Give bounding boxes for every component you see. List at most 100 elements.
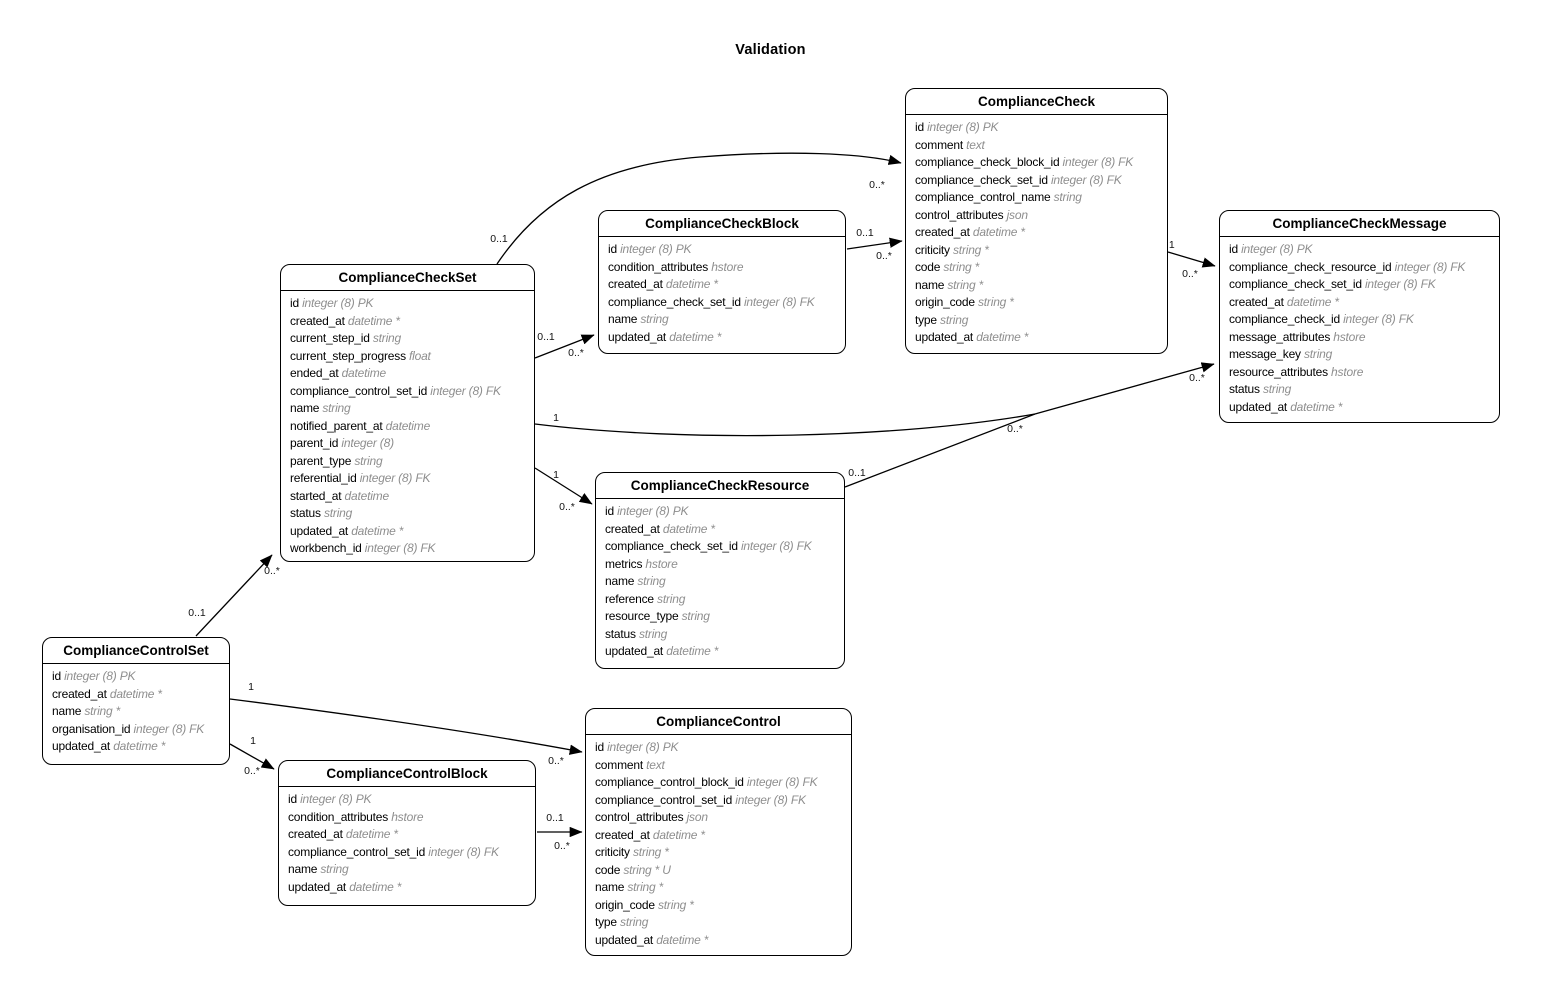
field-name: id [608, 242, 617, 256]
field-row: id integer (8) PK [595, 739, 843, 757]
field-name: compliance_check_resource_id [1229, 259, 1392, 274]
field-name: parent_id [290, 436, 339, 450]
relationship-checkblock-check [846, 237, 903, 250]
field-type: hstore [642, 556, 678, 571]
field-row: parent_type string [290, 453, 526, 471]
field-row: name string [605, 573, 836, 591]
cardinality-label: 0..* [568, 347, 584, 359]
field-type: datetime * [973, 330, 1029, 344]
field-row: condition_attributes hstore [608, 259, 837, 277]
field-name: condition_attributes [608, 259, 709, 274]
field-type: string [369, 331, 401, 345]
field-name: updated_at [915, 330, 974, 344]
cardinality-label: 1 [553, 469, 559, 481]
cardinality-label: 0..* [548, 755, 564, 767]
field-name: ended_at [290, 366, 339, 380]
field-row: updated_at datetime * [608, 329, 837, 347]
entity-compliance-check-resource: ComplianceCheckResource id integer (8) P… [595, 472, 845, 669]
field-row: id integer (8) PK [1229, 241, 1491, 259]
field-name: compliance_control_name [915, 190, 1051, 204]
field-name: criticity [915, 242, 950, 257]
field-type: datetime * [659, 521, 715, 536]
field-row: name string * [52, 703, 221, 721]
field-row: parent_id integer (8) [290, 435, 526, 453]
field-type: string [317, 862, 349, 876]
field-name: status [290, 506, 321, 520]
field-name: started_at [290, 488, 342, 503]
field-row: created_at datetime * [290, 313, 526, 331]
relationship-checkset-checkblock [534, 334, 595, 359]
field-row: criticity string * [595, 844, 843, 862]
cardinality-label: 0..* [559, 501, 575, 513]
field-row: name string [608, 311, 837, 329]
field-name: control_attributes [595, 810, 684, 824]
entity-title: ComplianceControl [586, 709, 851, 735]
field-type: integer (8) FK [361, 541, 436, 555]
field-name: compliance_control_set_id [290, 383, 428, 398]
field-name: updated_at [288, 879, 347, 894]
field-row: status string [1229, 381, 1491, 399]
field-name: created_at [1229, 294, 1284, 309]
relationship-check-checkmessage [1167, 251, 1216, 268]
field-name: id [595, 740, 604, 754]
field-row: updated_at datetime * [1229, 399, 1491, 417]
field-row: code string * [915, 259, 1159, 277]
cardinality-label: 0..* [1007, 423, 1023, 435]
field-type: string * [654, 897, 694, 912]
field-type: string [634, 574, 666, 588]
field-row: compliance_control_set_id integer (8) FK [288, 844, 527, 862]
field-name: id [915, 120, 924, 134]
field-name: id [288, 792, 297, 806]
field-row: created_at datetime * [1229, 294, 1491, 312]
field-row: created_at datetime * [52, 686, 221, 704]
field-name: compliance_check_set_id [915, 172, 1048, 187]
field-type: integer (8) PK [613, 504, 689, 518]
field-type: integer (8) FK [1059, 155, 1134, 169]
field-name: created_at [52, 686, 107, 701]
field-type: integer (8) FK [130, 721, 205, 736]
cardinality-label: 0..* [554, 840, 570, 852]
cardinality-label: 0..* [1189, 372, 1205, 384]
field-row: type string [595, 914, 843, 932]
field-name: metrics [605, 556, 643, 571]
field-row: compliance_check_resource_id integer (8)… [1229, 259, 1491, 277]
field-row: compliance_control_set_id integer (8) FK [595, 792, 843, 810]
field-type: integer (8) PK [296, 792, 372, 806]
field-name: name [595, 880, 625, 894]
field-name: organisation_id [52, 721, 131, 736]
entity-title: ComplianceControlBlock [279, 761, 535, 787]
field-type: datetime * [666, 329, 722, 344]
field-type: datetime * [342, 827, 398, 841]
field-row: created_at datetime * [608, 276, 837, 294]
field-row: compliance_control_set_id integer (8) FK [290, 383, 526, 401]
field-row: referential_id integer (8) FK [290, 470, 526, 488]
relationship-controlset-controlblock [229, 743, 275, 770]
field-name: created_at [290, 313, 345, 328]
field-type: datetime * [649, 827, 705, 842]
field-name: created_at [595, 827, 650, 842]
entity-title: ComplianceCheckResource [596, 473, 844, 499]
field-row: ended_at datetime [290, 365, 526, 383]
diagram-title: Validation [735, 42, 806, 58]
field-type: string [1259, 382, 1292, 396]
field-type: integer (8) PK [923, 120, 999, 134]
field-row: code string * U [595, 862, 843, 880]
field-name: created_at [915, 225, 970, 239]
field-type: string * [949, 242, 989, 257]
relationship-merged-into-checkmessage [1034, 362, 1215, 415]
entity-title: ComplianceCheck [906, 89, 1167, 115]
field-name: current_step_progress [290, 348, 406, 363]
field-name: resource_type [605, 609, 679, 623]
relationship-checkset-checkresource [534, 467, 593, 505]
field-type: hstore [1327, 364, 1364, 379]
field-name: code [915, 260, 941, 274]
field-row: name string [290, 400, 526, 418]
field-type: string [351, 453, 383, 468]
field-type: integer (8) PK [616, 242, 692, 256]
field-name: name [605, 574, 635, 588]
